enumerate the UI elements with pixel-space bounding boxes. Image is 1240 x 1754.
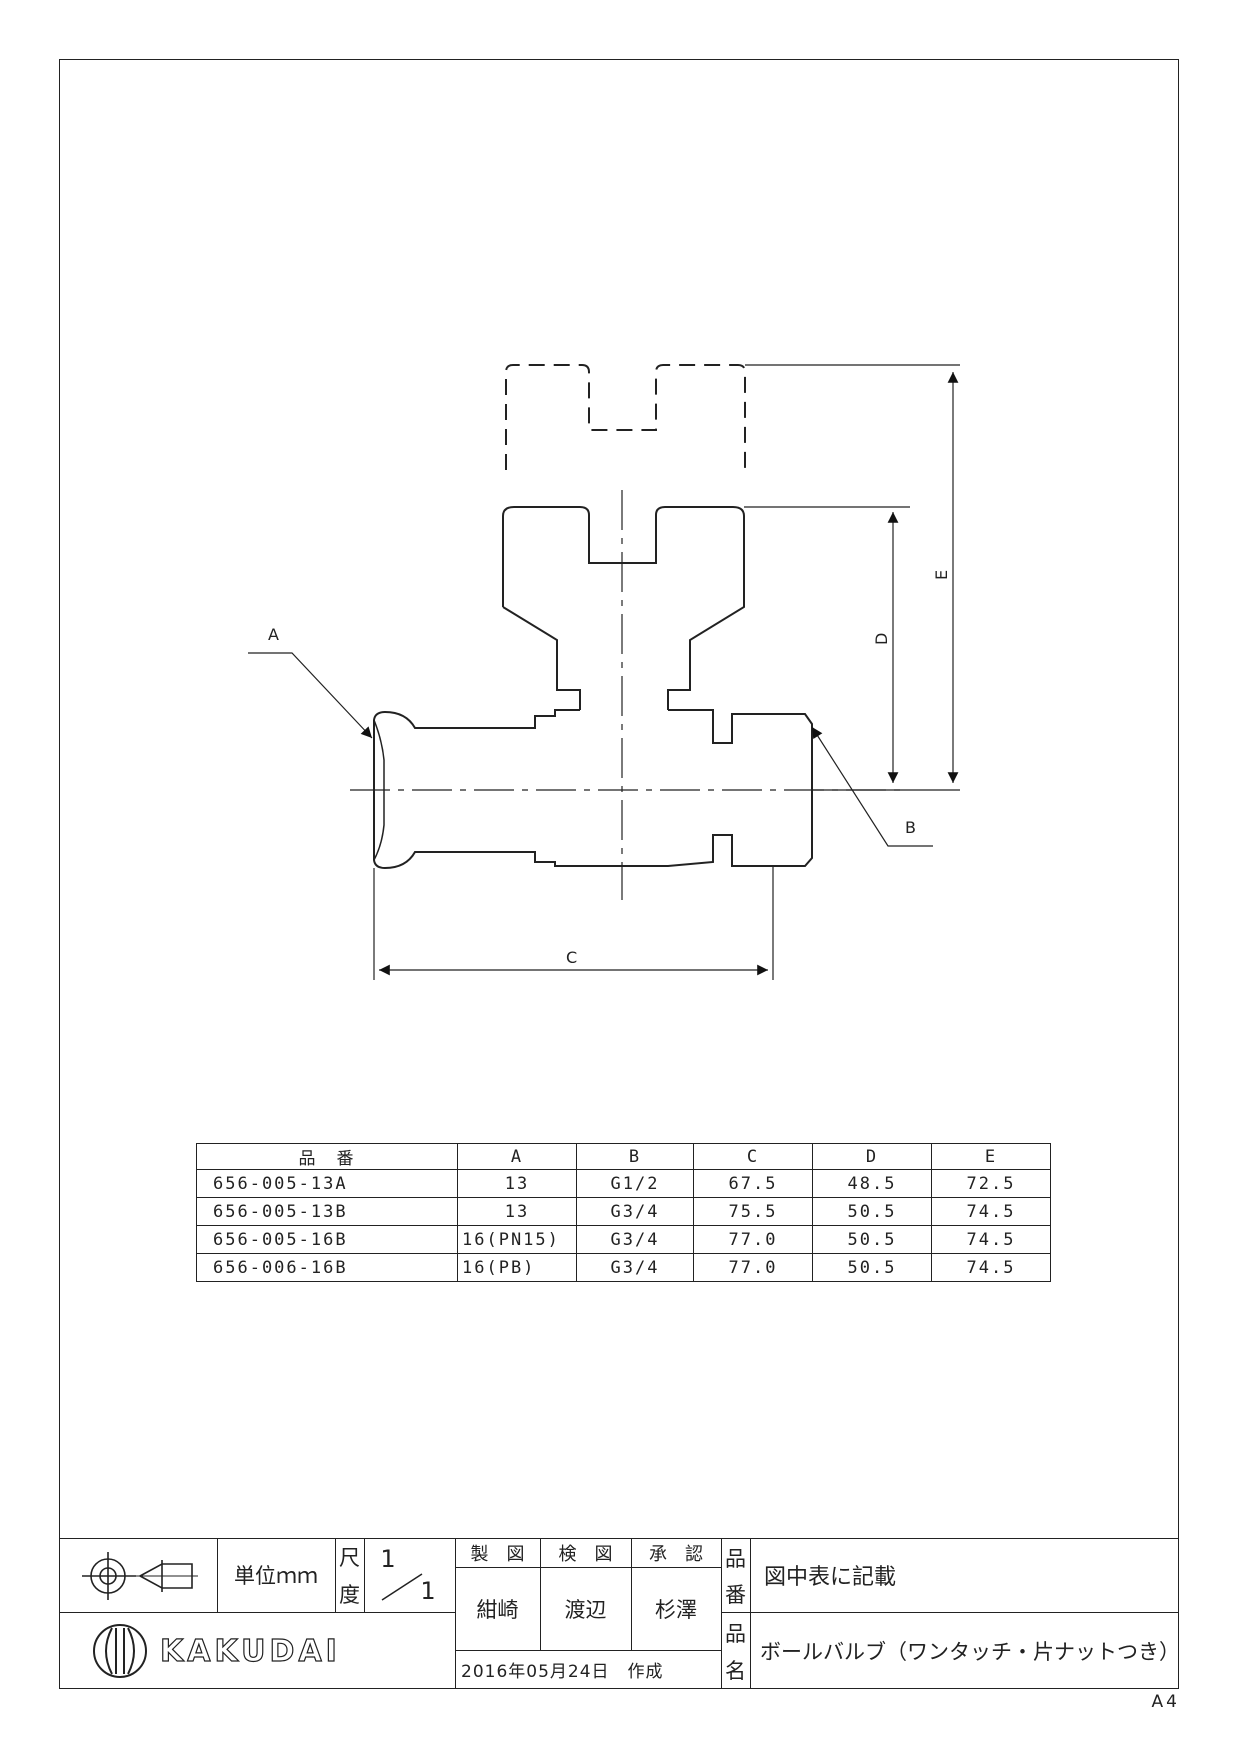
table-header-row: 品 番 A B C D E [196, 1143, 1051, 1170]
title-block [59, 1538, 1179, 1689]
scale-slash-icon [381, 1573, 423, 1601]
header-part-number: 品 番 [196, 1143, 458, 1170]
body-top-right [668, 709, 813, 790]
scale-label-bottom: 度 [339, 1582, 360, 1607]
handle-left-stem [502, 606, 581, 710]
label-d: D [872, 633, 891, 645]
checked-by: 渡辺 [564, 1597, 607, 1622]
body-top [373, 709, 580, 790]
header-b: B [576, 1143, 694, 1170]
spec-table: 品 番 A B C D E 656-005-13A 13 G1/2 67.5 4… [196, 1143, 1051, 1282]
header-a: A [457, 1143, 577, 1170]
part-name-value: ボールバルブ（ワンタッチ・片ナットつき） [760, 1639, 1180, 1664]
table-row: 656-005-13B 13 G3/4 75.5 50.5 74.5 [196, 1197, 1051, 1226]
scale-label-top: 尺 [339, 1545, 360, 1570]
part-name-label-top: 品 [725, 1621, 746, 1646]
body-bottom-right [580, 790, 813, 867]
table-row: 656-005-13A 13 G1/2 67.5 48.5 72.5 [196, 1169, 1051, 1198]
date-created: 2016年05月24日 作成 [461, 1662, 664, 1682]
scale-denominator: 1 [420, 1577, 436, 1605]
paper-size: A4 [1151, 1692, 1180, 1712]
header-e: E [931, 1143, 1051, 1170]
table-row: 656-006-16B 16(PB) G3/4 77.0 50.5 74.5 [196, 1253, 1051, 1282]
leader-a [248, 652, 373, 739]
label-c: C [566, 948, 577, 967]
header-d: D [812, 1143, 932, 1170]
phantom-handle [505, 364, 746, 470]
handle-body [502, 506, 745, 710]
approved-label: 承 認 [649, 1543, 703, 1565]
table-row: 656-005-16B 16(PN15) G3/4 77.0 50.5 74.5 [196, 1225, 1051, 1254]
unit-label: 単位ｍｍ [234, 1564, 318, 1588]
label-b: B [905, 818, 916, 837]
kakudai-logo-icon [93, 1624, 147, 1678]
part-number-label-top: 品 [725, 1547, 746, 1571]
label-e: E [932, 570, 951, 580]
projection-symbol-icon [82, 1552, 198, 1600]
drafted-label: 製 図 [470, 1543, 525, 1565]
body-bottom [373, 790, 580, 870]
part-name-label-bottom: 名 [725, 1658, 746, 1683]
part-number-value: 図中表に記載 [764, 1565, 897, 1590]
header-c: C [693, 1143, 813, 1170]
leader-b [811, 726, 933, 847]
approved-by: 杉澤 [655, 1597, 697, 1622]
part-number-label-bottom: 番 [725, 1583, 746, 1607]
checked-label: 検 図 [558, 1543, 613, 1565]
scale-numerator: 1 [380, 1545, 396, 1573]
drafted-by: 紺崎 [476, 1597, 519, 1622]
label-a: A [268, 625, 279, 644]
company-name: KAKUDAI [159, 1633, 341, 1669]
